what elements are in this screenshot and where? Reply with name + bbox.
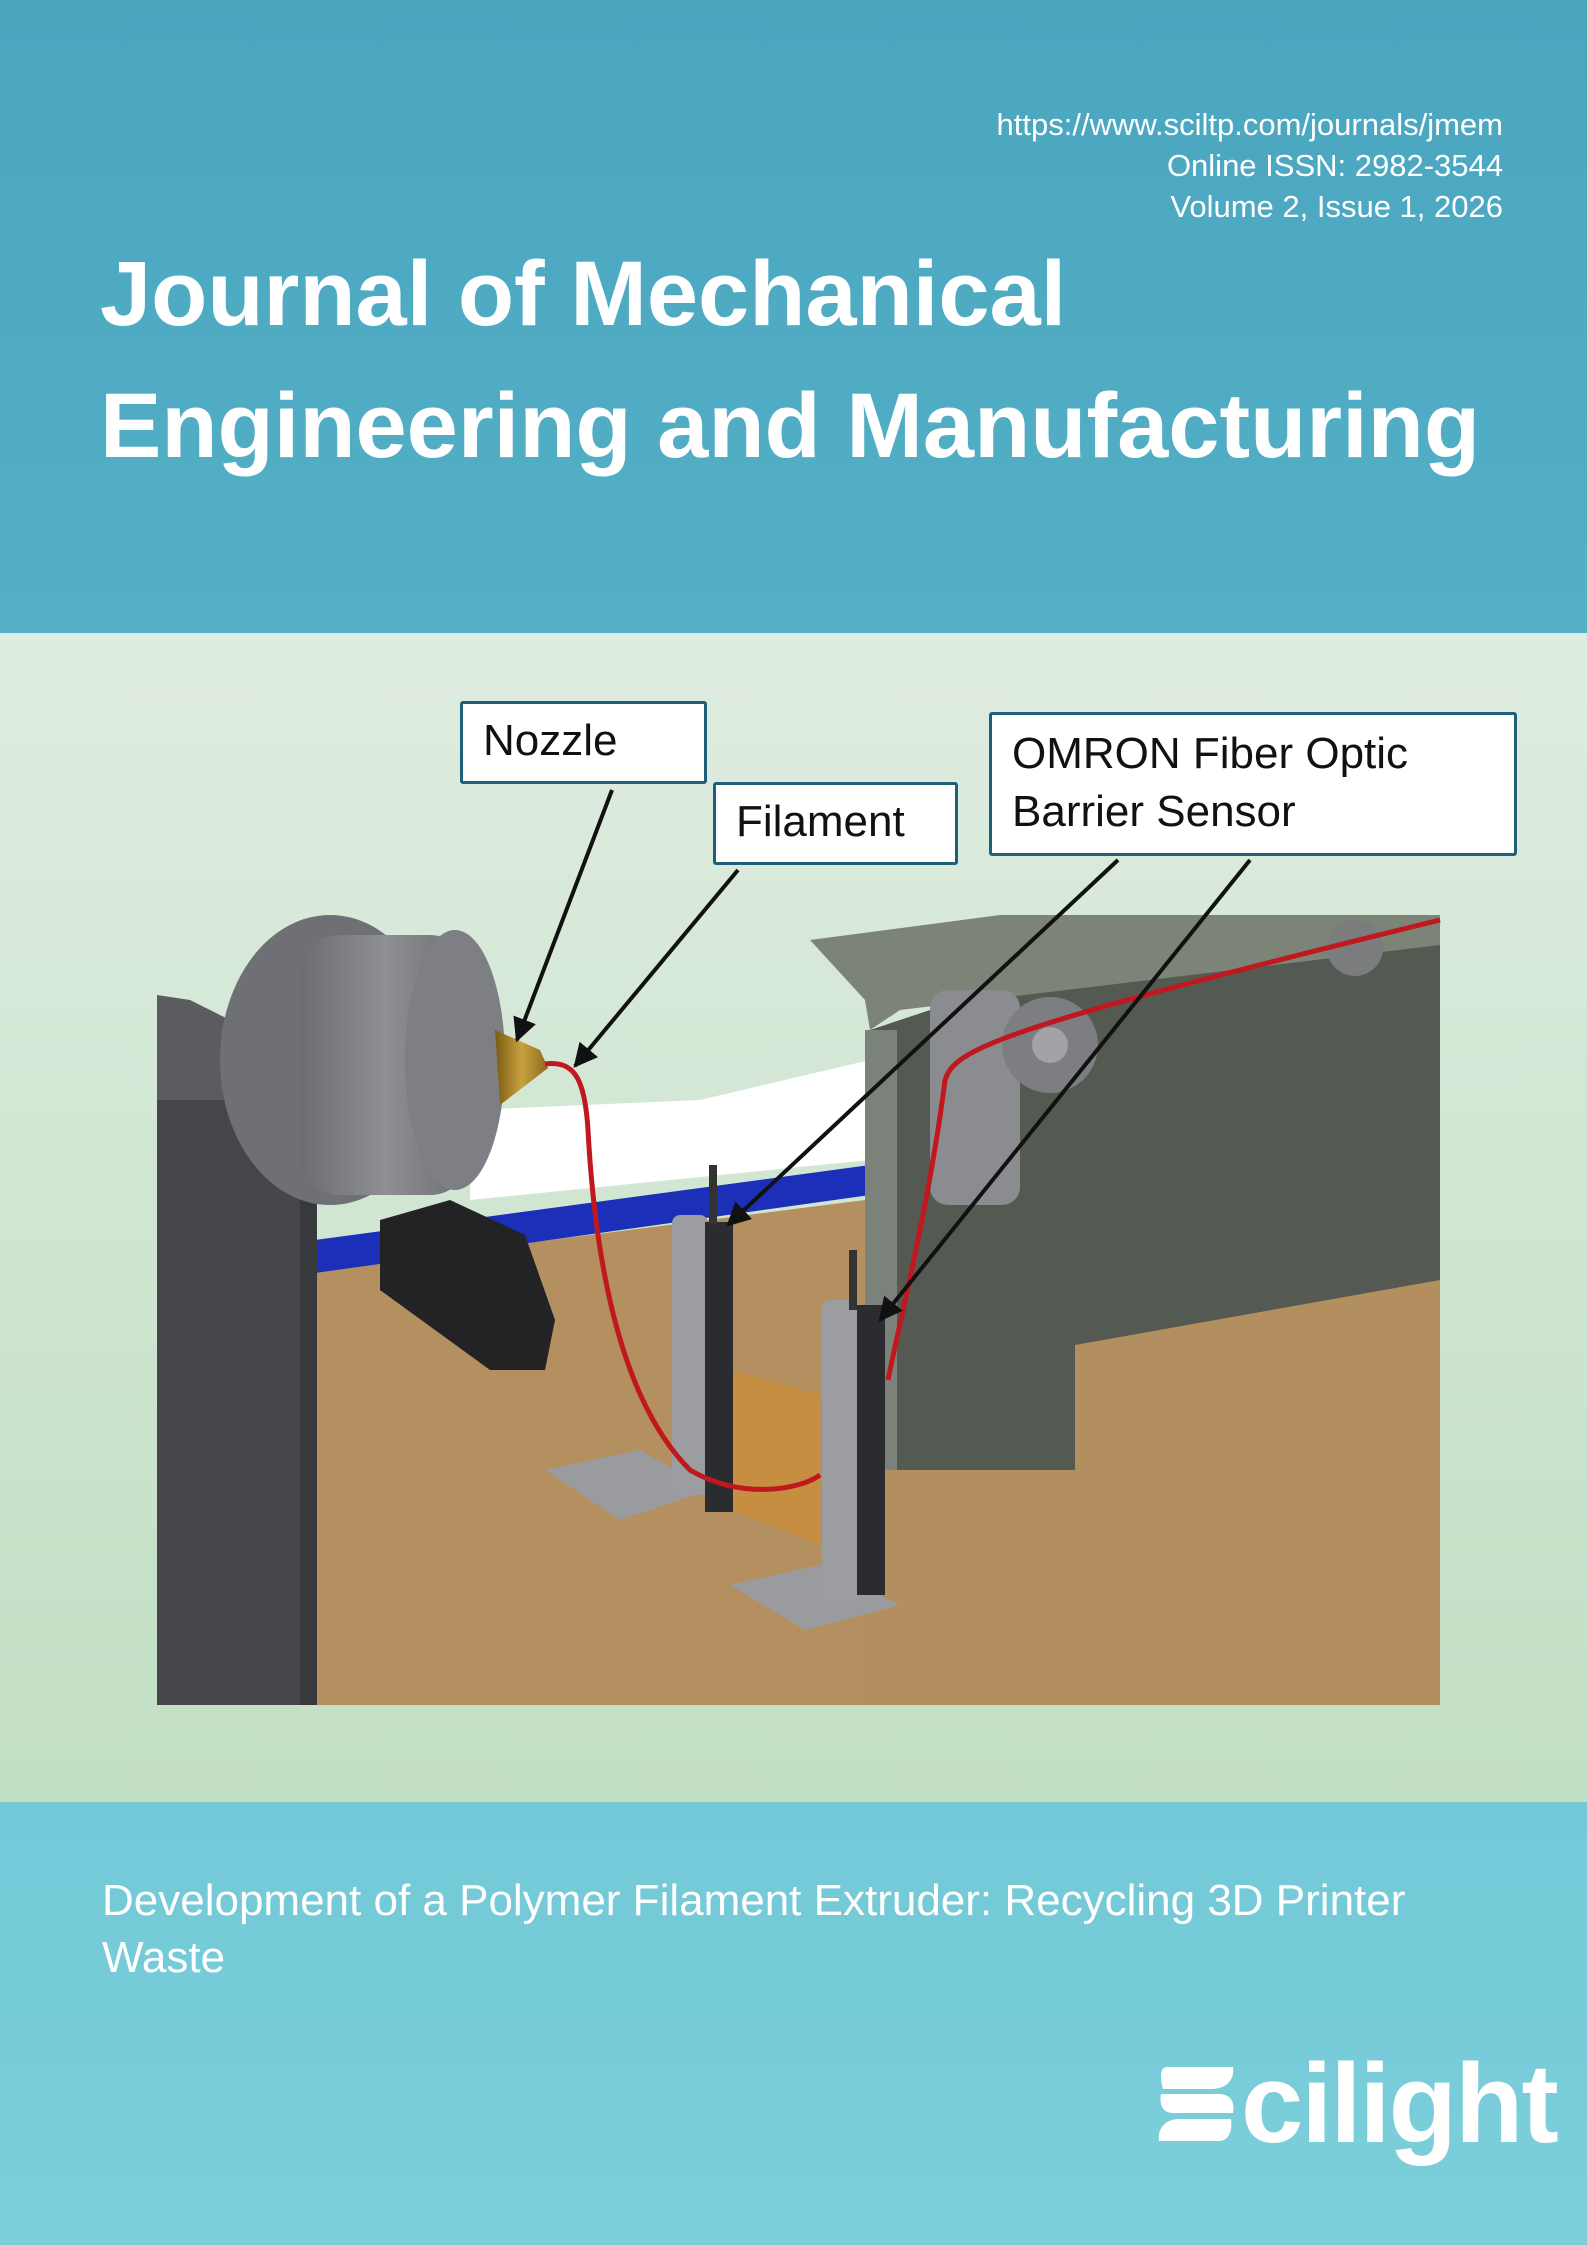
callout-sensor-line-2: Barrier Sensor (1012, 787, 1296, 836)
sensor-leader-1 (726, 858, 1120, 1227)
nozzle (495, 1030, 548, 1105)
nozzle-leader (513, 789, 614, 1043)
filament-strand (544, 917, 1441, 1492)
journal-title-line-2: Engineering and Manufacturing (100, 375, 1481, 477)
pulley-bracket (930, 990, 1020, 1205)
filament-leader (573, 868, 740, 1068)
publisher-logo: cilight (1155, 2041, 1559, 2166)
extruder-cad-illustration (157, 789, 1441, 1705)
scilight-s-mark-icon (1158, 2067, 1234, 2141)
journal-issn: Online ISSN: 2982-3544 (1166, 148, 1503, 183)
callout-nozzle: Nozzle (460, 701, 707, 784)
publisher-name: cilight (1241, 2041, 1559, 2166)
callout-sensor-line-1: OMRON Fiber Optic (1012, 729, 1409, 778)
cover-header: https://www.sciltp.com/journals/jmem Onl… (0, 0, 1587, 633)
article-title: Development of a Polymer Filament Extrud… (102, 1876, 1406, 1982)
left-frame-edge (300, 1100, 317, 1705)
cover-footer: Development of a Polymer Filament Extrud… (0, 1802, 1587, 2245)
sensor-leader-2 (878, 858, 1252, 1322)
backdrop (470, 1060, 870, 1200)
sensor-cable-1 (709, 1165, 717, 1225)
light-beam (732, 1370, 820, 1545)
extruder-drum-face (405, 930, 505, 1190)
journal-url[interactable]: https://www.sciltp.com/journals/jmem (996, 107, 1503, 142)
journal-title: Journal of Mechanical Engineering and Ma… (100, 228, 1480, 492)
sensor-bracket-2 (822, 1300, 860, 1600)
pulley-guide (1327, 920, 1383, 976)
sensor-head-2 (857, 1305, 885, 1595)
sensor-bracket-1-base (545, 1450, 710, 1520)
sensor-bracket-2-base (730, 1565, 900, 1630)
journal-meta: https://www.sciltp.com/journals/jmem Onl… (997, 104, 1503, 227)
sensor-head-1 (705, 1222, 733, 1512)
left-frame (157, 1100, 317, 1705)
volume-issue: Volume 2, Issue 1, 2026 (1170, 189, 1503, 224)
sensor-amplifier (380, 1200, 555, 1370)
callout-nozzle-label: Nozzle (483, 716, 618, 765)
callout-filament-label: Filament (736, 797, 905, 846)
journal-title-line-1: Journal of Mechanical (100, 243, 1067, 345)
callout-sensor: OMRON Fiber Optic Barrier Sensor (989, 712, 1517, 856)
cover-figure-band: Nozzle Filament OMRON Fiber Optic Barrie… (0, 633, 1587, 1802)
pulley-hub (1032, 1027, 1068, 1063)
sensor-cable-2 (849, 1250, 857, 1310)
callout-filament: Filament (713, 782, 958, 865)
sensor-bracket-1 (672, 1215, 708, 1495)
